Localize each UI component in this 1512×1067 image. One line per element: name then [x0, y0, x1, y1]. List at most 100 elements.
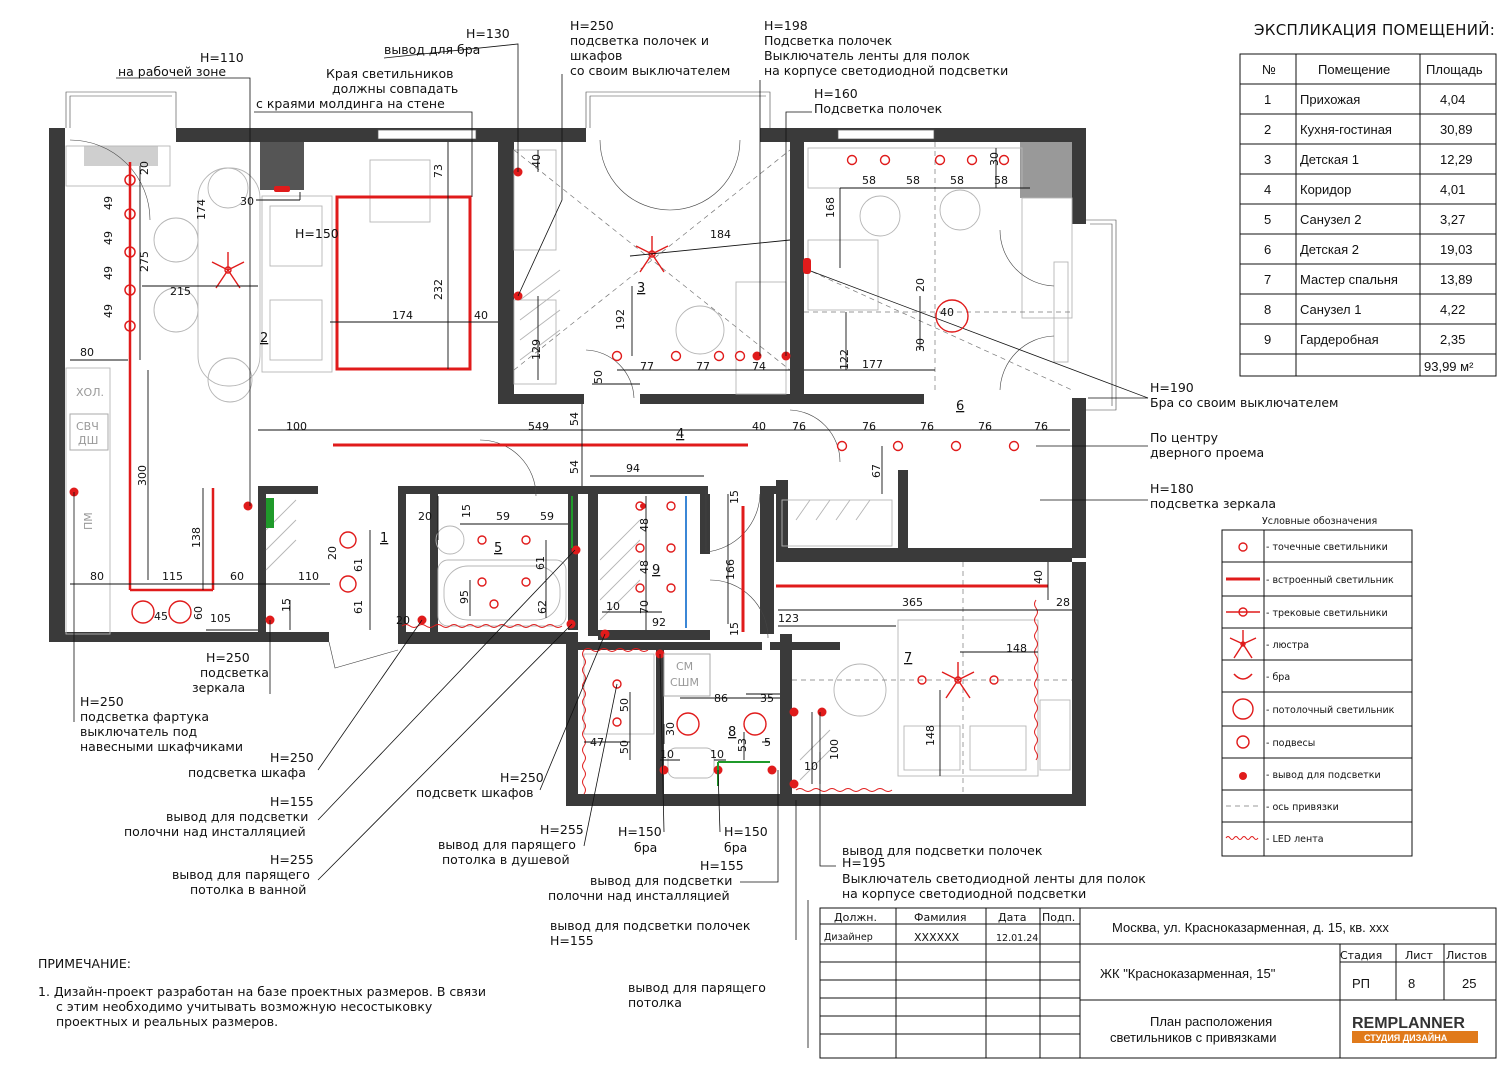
dimension-lines — [70, 142, 1072, 784]
svg-text:Площадь: Площадь — [1426, 62, 1483, 77]
svg-text:бра: бра — [724, 840, 747, 855]
svg-text:77: 77 — [696, 360, 710, 373]
svg-text:50: 50 — [618, 698, 631, 712]
svg-text:вывод для парящего: вывод для парящего — [172, 867, 310, 882]
svg-text:40: 40 — [530, 154, 543, 168]
furniture — [65, 145, 1073, 781]
svg-text:ХОЛ.: ХОЛ. — [76, 386, 104, 399]
svg-text:77: 77 — [640, 360, 654, 373]
legend: Условные обозначения - точечные светильн… — [1221, 516, 1413, 857]
svg-text:8: 8 — [1408, 976, 1415, 991]
svg-text:76: 76 — [920, 420, 934, 433]
svg-text:XXXXXX: XXXXXX — [914, 931, 960, 944]
svg-text:86: 86 — [714, 692, 728, 705]
svg-text:48: 48 — [638, 518, 651, 532]
svg-text:59: 59 — [540, 510, 554, 523]
svg-text:40: 40 — [1032, 570, 1045, 584]
svg-text:полочни над инсталляцией: полочни над инсталляцией — [124, 824, 306, 839]
svg-text:12.01.24: 12.01.24 — [996, 933, 1038, 944]
svg-text:Подсветка полочек: Подсветка полочек — [764, 33, 893, 48]
svg-text:275: 275 — [138, 251, 151, 272]
svg-text:Санузел 2: Санузел 2 — [1300, 212, 1361, 227]
svg-text:40: 40 — [940, 306, 954, 319]
svg-text:4,01: 4,01 — [1440, 182, 1465, 197]
svg-text:15: 15 — [280, 598, 293, 612]
svg-text:Лист: Лист — [1405, 949, 1433, 962]
svg-text:110: 110 — [298, 570, 319, 583]
svg-text:40: 40 — [474, 309, 488, 322]
room-labels: 1 2 3 4 5 6 7 8 9 — [260, 281, 964, 740]
svg-text:Дата: Дата — [998, 911, 1026, 924]
svg-text:58: 58 — [906, 174, 920, 187]
svg-text:7: 7 — [1264, 272, 1271, 287]
svg-text:Мастер спальня: Мастер спальня — [1300, 272, 1398, 287]
svg-text:Москва, ул. Красноказарменная,: Москва, ул. Красноказарменная, д. 15, кв… — [1112, 920, 1389, 935]
svg-text:62: 62 — [536, 600, 549, 614]
svg-text:Прихожая: Прихожая — [1300, 92, 1360, 107]
svg-text:365: 365 — [902, 596, 923, 609]
svg-text:полочни над инсталляцией: полочни над инсталляцией — [548, 888, 730, 903]
svg-text:на корпусе светодиодной подсве: на корпусе светодиодной подсветки — [764, 63, 1008, 78]
svg-text:Подсветка полочек: Подсветка полочек — [814, 101, 943, 116]
note: ПРИМЕЧАНИЕ: 1. Дизайн-проект разработан … — [38, 956, 486, 1029]
svg-text:60: 60 — [230, 570, 244, 583]
svg-text:48: 48 — [638, 560, 651, 574]
spot-lights — [477, 154, 1020, 727]
svg-text:подсветка: подсветка — [200, 665, 269, 680]
svg-text:115: 115 — [162, 570, 183, 583]
svg-text:129: 129 — [530, 339, 543, 360]
svg-text:на корпусе светодиодной подсве: на корпусе светодиодной подсветки — [842, 886, 1086, 901]
svg-text:70: 70 — [638, 600, 651, 614]
svg-text:вывод для подсветки полочек: вывод для подсветки полочек — [842, 843, 1043, 858]
svg-text:СШМ: СШМ — [670, 676, 699, 689]
svg-text:192: 192 — [614, 309, 627, 330]
svg-text:Подп.: Подп. — [1042, 911, 1075, 924]
svg-text:вывод для парящего: вывод для парящего — [628, 980, 766, 995]
svg-text:шкафов: шкафов — [570, 48, 622, 63]
svg-text:Дизайнер: Дизайнер — [824, 932, 873, 943]
svg-text:1: 1 — [380, 531, 388, 546]
svg-text:СВЧ: СВЧ — [76, 420, 99, 433]
svg-text:184: 184 — [710, 228, 731, 241]
svg-text:- вывод для подсветки: - вывод для подсветки — [1266, 770, 1381, 781]
svg-text:По центру: По центру — [1150, 430, 1219, 445]
lighting-elements — [69, 154, 1048, 795]
svg-text:с этим необходимо учитывать во: с этим необходимо учитывать возможную не… — [56, 999, 433, 1014]
svg-text:ЭКСПЛИКАЦИЯ ПОМЕЩЕНИЙ:: ЭКСПЛИКАЦИЯ ПОМЕЩЕНИЙ: — [1254, 20, 1495, 39]
svg-text:58: 58 — [950, 174, 964, 187]
svg-text:47: 47 — [590, 736, 604, 749]
svg-text:53: 53 — [736, 738, 749, 752]
svg-text:светильников с привязками: светильников с привязками — [1110, 1030, 1276, 1045]
svg-text:с краями молдинга на стене: с краями молдинга на стене — [256, 96, 445, 111]
svg-text:подсветка шкафа: подсветка шкафа — [188, 765, 306, 780]
svg-text:навесными шкафчиками: навесными шкафчиками — [80, 739, 243, 754]
svg-text:100: 100 — [286, 420, 307, 433]
svg-text:H=250: H=250 — [570, 18, 614, 33]
svg-text:H=195: H=195 — [842, 855, 886, 870]
track-lights — [124, 174, 136, 332]
svg-text:4: 4 — [676, 427, 684, 442]
svg-text:H=250: H=250 — [80, 694, 124, 709]
svg-text:49: 49 — [102, 196, 115, 210]
svg-text:ЖК "Красноказарменная, 15": ЖК "Красноказарменная, 15" — [1100, 966, 1276, 981]
svg-text:61: 61 — [534, 556, 547, 570]
svg-text:45: 45 — [154, 610, 168, 623]
svg-text:35: 35 — [760, 692, 774, 705]
svg-text:СТУДИЯ ДИЗАЙНА: СТУДИЯ ДИЗАЙНА — [1364, 1032, 1448, 1043]
svg-text:Стадия: Стадия — [1340, 949, 1382, 962]
svg-text:5: 5 — [1264, 212, 1271, 227]
svg-text:H=250: H=250 — [500, 770, 544, 785]
svg-text:Помещение: Помещение — [1318, 62, 1390, 77]
svg-text:3: 3 — [637, 281, 645, 296]
svg-text:30: 30 — [240, 195, 254, 208]
walls — [49, 128, 1086, 806]
svg-text:3: 3 — [1264, 152, 1271, 167]
svg-text:15: 15 — [460, 504, 473, 518]
logo: REMPLANNER — [1352, 1015, 1465, 1032]
svg-text:ПРИМЕЧАНИЕ:: ПРИМЕЧАНИЕ: — [38, 956, 131, 971]
svg-text:60: 60 — [192, 606, 205, 620]
svg-text:- потолочный светильник: - потолочный светильник — [1266, 705, 1395, 716]
svg-text:H=150: H=150 — [618, 824, 662, 839]
svg-text:8: 8 — [1264, 302, 1271, 317]
axis-lines — [513, 142, 1149, 794]
